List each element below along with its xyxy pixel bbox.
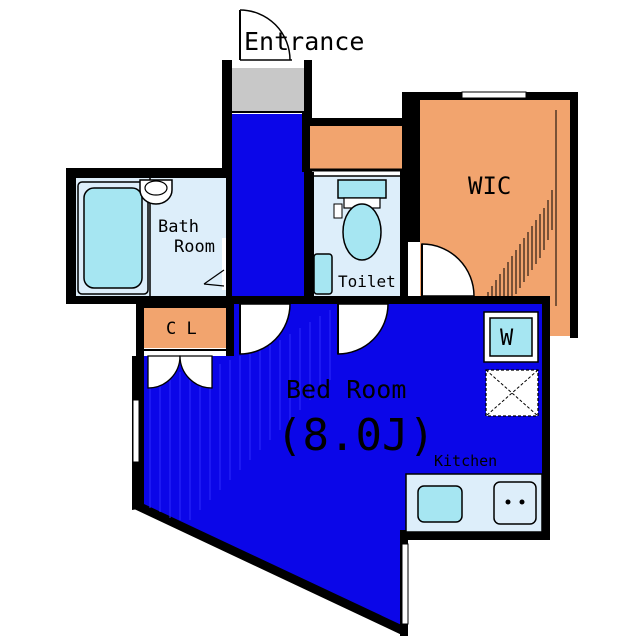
- stove-burner-right: [519, 499, 525, 505]
- bedroom-door-left[interactable]: [239, 303, 291, 355]
- storage-strip: [310, 126, 404, 170]
- entrance-door[interactable]: [239, 9, 292, 61]
- bedroom-window-bottom: [401, 543, 409, 625]
- wic-window: [461, 91, 527, 99]
- bedroom-hatching: [149, 310, 331, 520]
- wic-wall-left: [402, 92, 420, 242]
- toilet-door[interactable]: [337, 303, 389, 355]
- kitchen-sink: [417, 485, 463, 523]
- washer-label: W: [500, 326, 514, 351]
- bath-door[interactable]: [203, 238, 226, 290]
- closet-doors[interactable]: [147, 355, 213, 389]
- bedroom-outer-wall-diagonal: [132, 504, 408, 636]
- entrance-floor: [230, 68, 306, 112]
- entrance-wall-right: [304, 60, 312, 116]
- closet-label: C L: [166, 319, 197, 339]
- bedroom-wall-right: [542, 300, 550, 540]
- bedroom-floor: [142, 304, 542, 632]
- bedroom-window-left: [132, 399, 140, 463]
- fridge-space: [485, 369, 539, 417]
- wic-rod-hatching: [487, 110, 557, 306]
- bedroom-label: Bed Room: [286, 375, 406, 404]
- bath-wall-left: [66, 168, 76, 304]
- bathtub: [83, 187, 143, 289]
- entrance-wall-left: [222, 60, 232, 116]
- closet-floor: [144, 308, 226, 348]
- corridor-wall-left: [222, 112, 232, 298]
- bath-label-line2: Room: [174, 237, 215, 257]
- bedroom-wall-bottom-right: [400, 532, 550, 540]
- corridor-floor: [232, 114, 306, 304]
- bath-label-line1: Bath: [158, 217, 199, 237]
- wic-door[interactable]: [421, 243, 475, 297]
- stove-burner-left: [505, 499, 511, 505]
- toilet-tank: [337, 179, 387, 199]
- toilet-bowl: [342, 203, 382, 261]
- toilet-basin: [313, 253, 333, 295]
- bath-wall-top: [66, 168, 232, 178]
- bedroom-wall-top: [226, 296, 550, 304]
- bedroom-size-label: (8.0J): [276, 410, 435, 461]
- closet-wall-top: [136, 300, 234, 308]
- storage-strip-wall-top: [306, 118, 406, 126]
- wic-label: WIC: [468, 172, 511, 200]
- toilet-wall-left: [304, 172, 314, 302]
- closet-wall-right: [226, 300, 234, 356]
- kitchen-label: Kitchen: [434, 452, 497, 470]
- kitchen-stove: [493, 481, 537, 525]
- entrance-label: Entrance: [244, 27, 364, 56]
- toilet-label: Toilet: [338, 272, 396, 291]
- washer: [489, 317, 533, 357]
- corridor-wall-right: [302, 112, 312, 172]
- closet-wall-left: [136, 300, 144, 356]
- wic-wall-right: [570, 92, 578, 338]
